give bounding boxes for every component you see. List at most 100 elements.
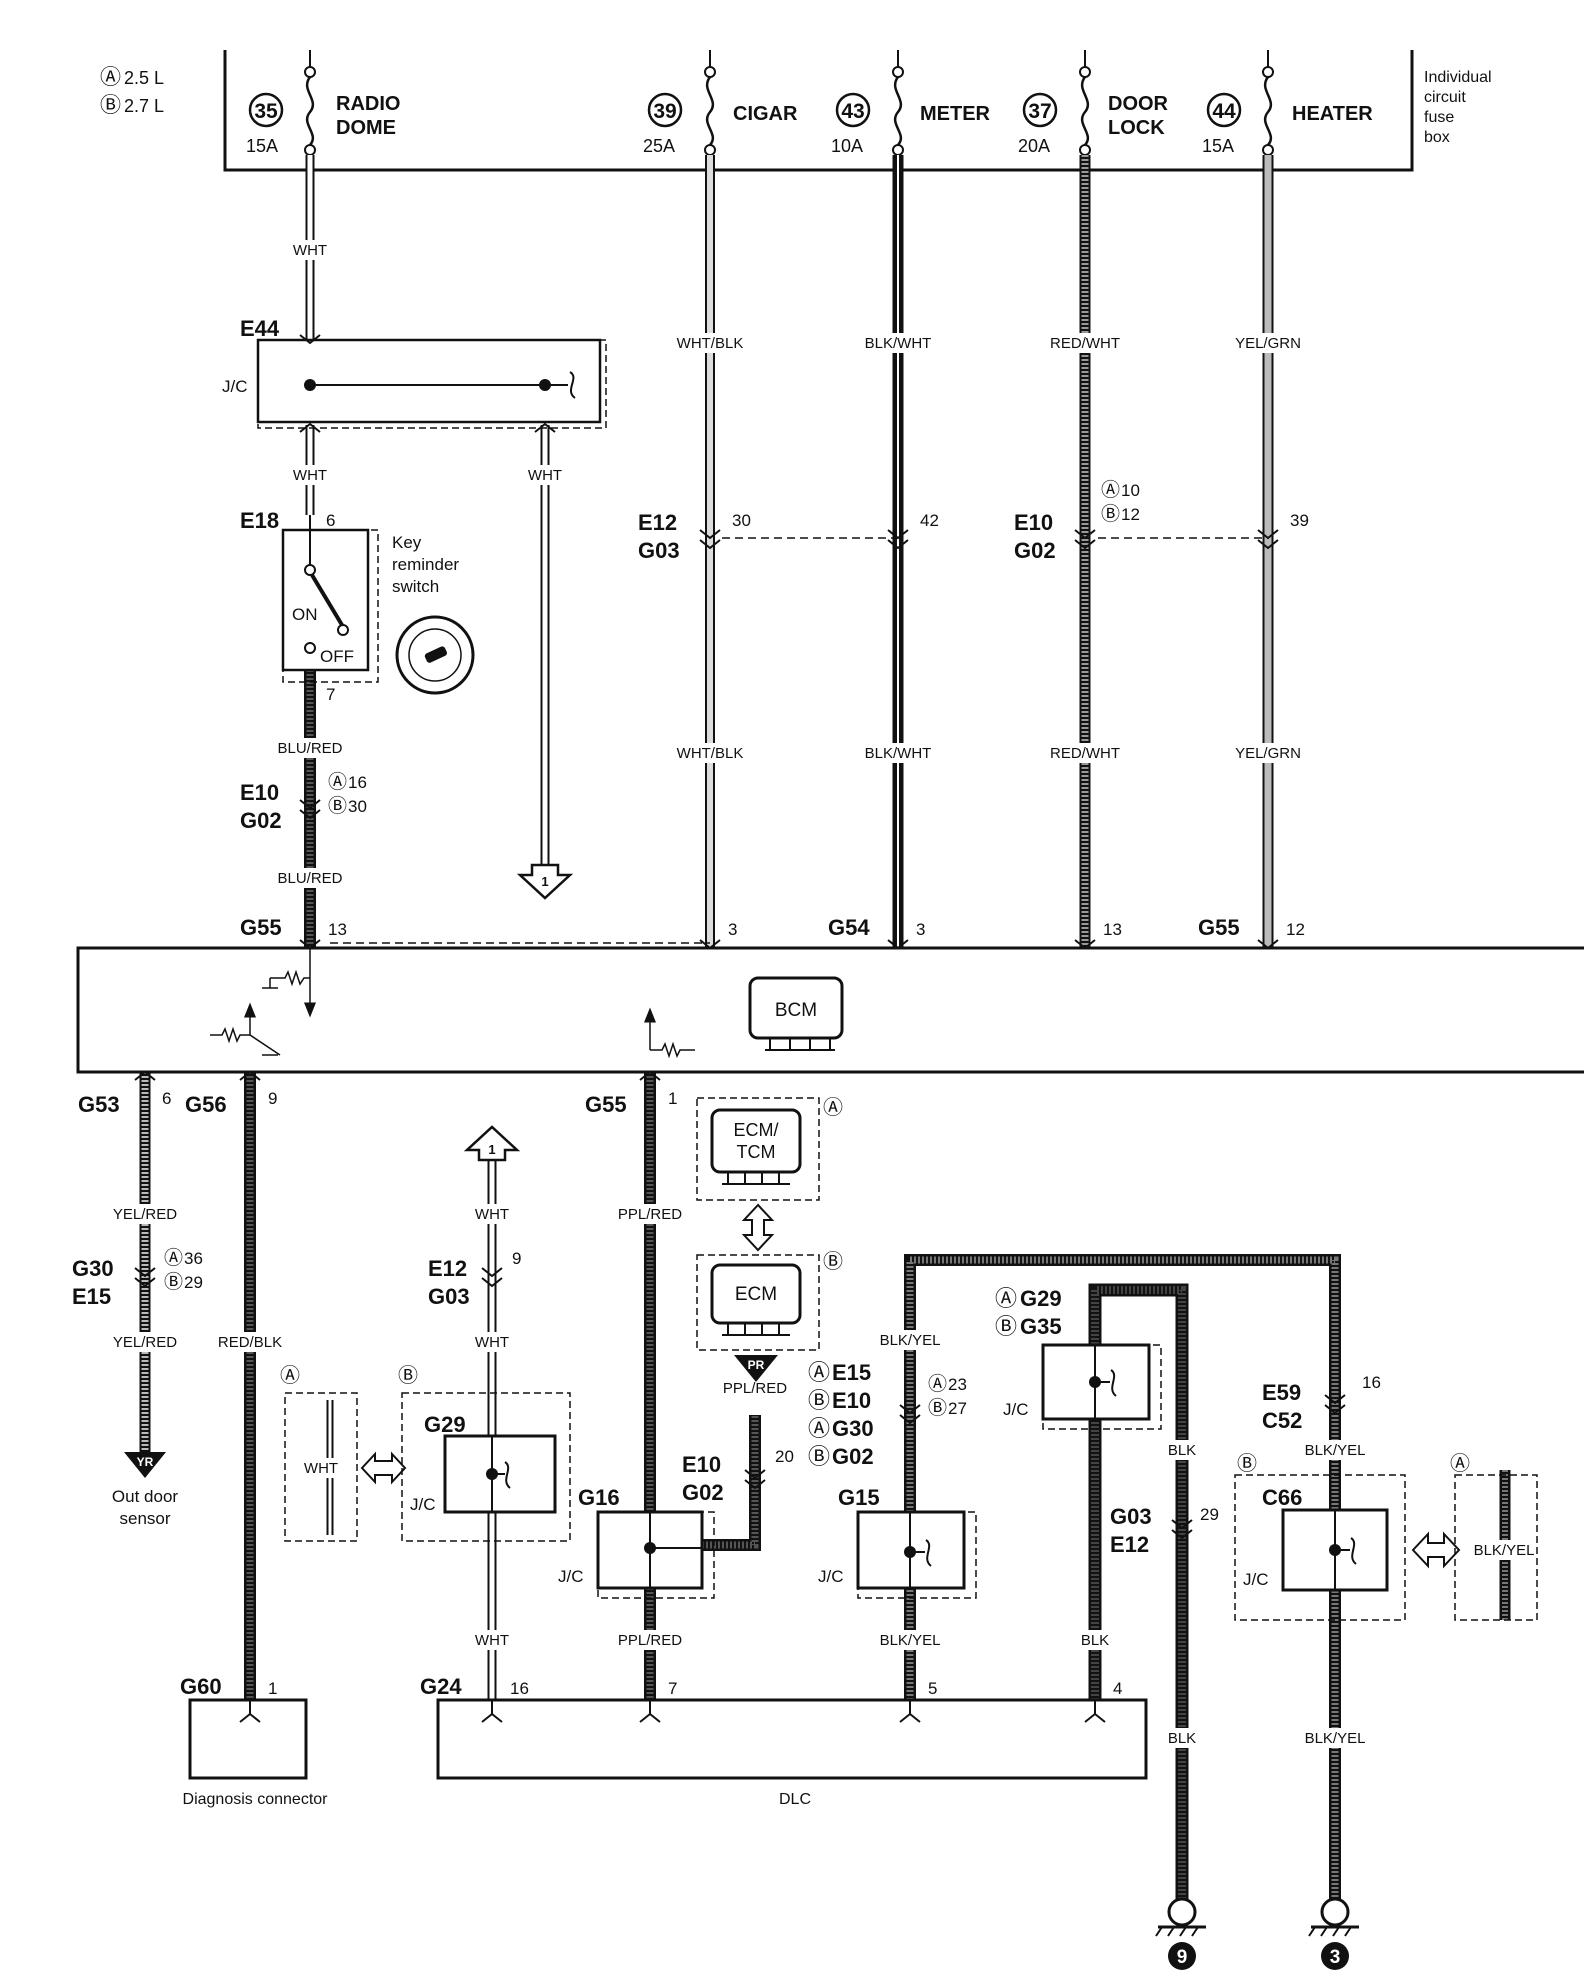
- diagnosis-connector: G60 1 Diagnosis connector: [180, 1674, 328, 1808]
- pin: 4: [1113, 1679, 1122, 1698]
- fuse-amp: 10A: [831, 136, 863, 156]
- pin: 36: [184, 1249, 203, 1268]
- connector-e10: E10: [1014, 510, 1053, 535]
- ground-number: 3: [1330, 1947, 1341, 1968]
- junction-g15: G15 J/C: [818, 1485, 977, 1599]
- pin: 10: [1121, 481, 1140, 500]
- option-b-marker: Ⓑ: [328, 795, 347, 817]
- option-a-marker: Ⓐ: [808, 1416, 830, 1441]
- pin: 7: [668, 1679, 677, 1698]
- option-a-marker: Ⓐ: [808, 1360, 830, 1385]
- diagnosis-connector-label: Diagnosis connector: [183, 1791, 329, 1808]
- connector-g30: G30: [832, 1416, 874, 1441]
- wire-label: BLK/YEL: [880, 1632, 941, 1649]
- pin: 6: [162, 1089, 171, 1108]
- pin: 42: [920, 511, 939, 530]
- wire-label: BLK: [1168, 1442, 1196, 1459]
- connector-g02: G02: [832, 1444, 874, 1469]
- pin: 1: [268, 1679, 277, 1698]
- connector-g24: G24: [420, 1674, 462, 1699]
- bcm-module-icon: [748, 976, 844, 1040]
- bcm-band: BCM: [76, 946, 1584, 1074]
- legend-b-text: 2.7 L: [124, 96, 164, 116]
- wire-label: BLU/RED: [277, 870, 342, 887]
- option-b-marker: Ⓑ: [823, 1250, 843, 1273]
- fuse-box-label-1: Individual: [1424, 69, 1492, 86]
- pin: 29: [1200, 1505, 1219, 1524]
- fuse-number: 43: [841, 100, 864, 123]
- either-or-arrow-icon: [741, 1203, 775, 1252]
- option-a-marker: Ⓐ: [1450, 1452, 1470, 1475]
- key-reminder-label-2: reminder: [392, 555, 459, 574]
- wire-label: PPL/RED: [618, 1206, 682, 1223]
- connector-e10: E10: [682, 1452, 721, 1477]
- option-b-marker: Ⓑ: [164, 1271, 183, 1293]
- fuse-label-2: DOME: [336, 117, 396, 139]
- fuse-box-label-3: fuse: [1424, 109, 1454, 126]
- wire-label: BLK/YEL: [880, 1332, 941, 1349]
- option-a-marker: Ⓐ: [823, 1096, 843, 1119]
- fuse-number: 39: [653, 100, 676, 123]
- junction-g16: G16 J/C: [558, 1485, 715, 1599]
- connector-e12: E12: [428, 1256, 467, 1281]
- wire-label: BLK: [1168, 1730, 1196, 1747]
- bcm-label: BCM: [775, 1000, 817, 1021]
- option-b-marker: Ⓑ: [1101, 503, 1120, 525]
- dlc-label: DLC: [779, 1791, 811, 1808]
- connector-g03: G03: [1110, 1504, 1152, 1529]
- ecm-tcm-label-2: TCM: [737, 1142, 776, 1162]
- jc-label: J/C: [558, 1567, 584, 1586]
- connector-g56: G56: [185, 1092, 227, 1117]
- connector-e12: E12: [1110, 1532, 1149, 1557]
- option-b-marker: Ⓑ: [808, 1388, 830, 1413]
- pin: 7: [326, 685, 335, 704]
- wire-label: PPL/RED: [618, 1632, 682, 1649]
- ecm-tcm-module-icon: [710, 1108, 802, 1174]
- wire-label: WHT: [304, 1460, 338, 1477]
- wire-label: BLK/YEL: [1305, 1442, 1366, 1459]
- option-a-marker: Ⓐ: [928, 1373, 947, 1395]
- pin: 23: [948, 1375, 967, 1394]
- jc-label: J/C: [1003, 1400, 1029, 1419]
- wire-label: WHT: [475, 1206, 509, 1223]
- pin: 30: [732, 511, 751, 530]
- connector-g55: G55: [240, 915, 282, 940]
- out-door-sensor: YR Out door sensor: [112, 1452, 178, 1528]
- pin: 3: [728, 920, 737, 939]
- fuse-label-1: METER: [920, 103, 991, 125]
- legend-b-marker: Ⓑ: [100, 94, 121, 117]
- connector-g29: G29: [424, 1412, 466, 1437]
- wire-ppl-red: [644, 1072, 761, 1700]
- switch-off-label: OFF: [320, 647, 354, 666]
- option-b-marker: Ⓑ: [808, 1444, 830, 1469]
- key-reminder-label-1: Key: [392, 533, 422, 552]
- pin: 20: [775, 1447, 794, 1466]
- pin: 16: [348, 773, 367, 792]
- connector-e12: E12: [638, 510, 677, 535]
- connector-e15: E15: [832, 1360, 871, 1385]
- connector-e59: E59: [1262, 1380, 1301, 1405]
- wire-label: YEL/GRN: [1235, 745, 1301, 762]
- legend-a-text: 2.5 L: [124, 68, 164, 88]
- pin: 39: [1290, 511, 1309, 530]
- connector-g15: G15: [838, 1485, 880, 1510]
- dlc-connector: G24 16 7 5 4 DLC: [420, 1674, 1148, 1808]
- fuse-box: Individual circuit fuse box: [223, 50, 1492, 172]
- connector-dashes: [330, 537, 1268, 944]
- connector-e18: E18: [240, 508, 279, 533]
- fuse-meter: 43 10A METER: [831, 50, 991, 156]
- connector-g03: G03: [428, 1284, 470, 1309]
- option-b-marker: Ⓑ: [928, 1397, 947, 1419]
- junction-c66: Ⓑ C66 J/C Ⓐ BLK/YEL: [1234, 1452, 1538, 1621]
- option-a-marker: Ⓐ: [328, 771, 347, 793]
- connector-c52: C52: [1262, 1408, 1302, 1433]
- wire-label: WHT: [293, 467, 327, 484]
- fuse-amp: 15A: [1202, 136, 1234, 156]
- ground-number: 9: [1177, 1947, 1188, 1968]
- connector-labels-upper: E12 G03 30 42 E10 G02 Ⓐ 10 Ⓑ 12 39 E10 G…: [240, 479, 1309, 940]
- fuse-label-2: LOCK: [1108, 117, 1165, 139]
- ecm-module-icon: [710, 1263, 802, 1325]
- connector-g16: G16: [578, 1485, 620, 1510]
- wire-label: BLK/WHT: [865, 335, 932, 352]
